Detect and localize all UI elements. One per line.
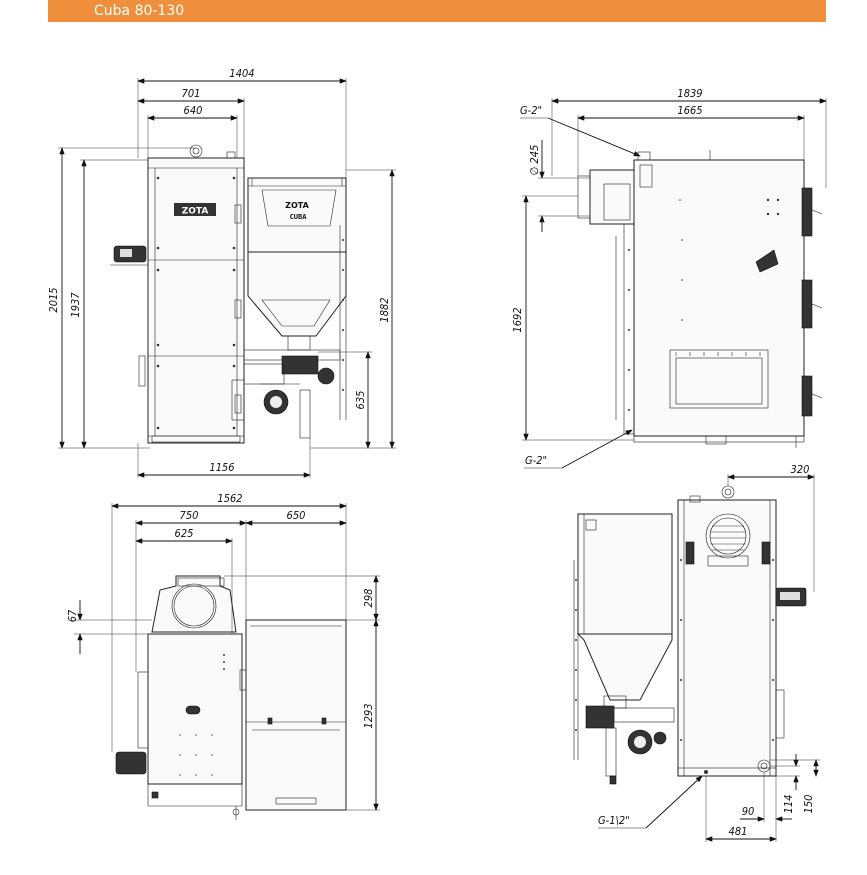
- side-control-panel-icon: [755, 249, 779, 273]
- dim-top-width-hopper: 650: [287, 509, 306, 522]
- dim-side-width-body: 1665: [677, 104, 702, 117]
- fuel-hopper: [247, 177, 347, 253]
- label-return-connection: G-2": [525, 454, 547, 467]
- dim-height-hopper: 1882: [378, 297, 391, 322]
- brand-logo-text: ZOTA: [182, 207, 209, 217]
- auger-motor-icon: [281, 355, 319, 375]
- dim-height-burner: 635: [354, 391, 367, 410]
- dim-height-total: 2015: [47, 287, 60, 312]
- rear-hopper: [577, 513, 673, 635]
- dim-width-outer: 701: [182, 87, 201, 100]
- dim-width-total: 1404: [229, 67, 254, 80]
- hopper-brand-text: ZOTA: [285, 201, 309, 210]
- dim-rear-90: 90: [742, 805, 755, 818]
- page-title: Cuba 80-130: [94, 3, 185, 19]
- dim-side-width-total: 1839: [677, 87, 702, 100]
- rear-auger-motor-icon: [585, 705, 615, 729]
- dim-rear-offset: 320: [791, 463, 810, 476]
- hopper-model-text: CUBA: [290, 213, 308, 221]
- dim-width-inner: 640: [184, 104, 203, 117]
- dim-top-depth-hood: 298: [362, 589, 375, 608]
- dim-height-body: 1937: [69, 292, 82, 318]
- dim-flue-diameter: ∅ 245: [528, 145, 541, 176]
- boiler-body: [147, 157, 245, 444]
- label-drain-connection: G-1\2": [598, 814, 630, 827]
- dim-rear-481: 481: [729, 825, 748, 838]
- dim-top-offset: 67: [66, 609, 79, 622]
- top-view: 1562 750 650 625 67 298 1293: [66, 492, 380, 820]
- rear-boiler-body: [677, 499, 777, 777]
- dim-width-bottom: 1156: [209, 461, 234, 474]
- dim-top-width-inner: 625: [175, 527, 194, 540]
- top-hopper: [245, 619, 347, 811]
- rear-flue-outlet-icon: [705, 513, 751, 559]
- side-view: 1839 1665 G-2" ∅ 245 1692 G-2": [511, 87, 827, 469]
- label-flue-connection: G-2": [520, 104, 542, 117]
- zota-logo-icon: [174, 203, 216, 216]
- header-bar: Cuba 80-130: [48, 0, 826, 22]
- dim-top-width-boiler: 750: [180, 509, 199, 522]
- side-boiler-body: [633, 159, 805, 437]
- rear-view: 320 G-1\2" 90 114 150 481: [573, 463, 820, 842]
- top-control-panel-icon: [115, 751, 147, 775]
- dim-rear-114: 114: [782, 795, 795, 814]
- front-view: ZOTA ZOTA CUBA: [47, 67, 396, 478]
- dim-side-height: 1692: [511, 307, 524, 332]
- dim-rear-150: 150: [802, 795, 815, 814]
- dim-top-depth-body: 1293: [362, 703, 375, 728]
- dim-top-width-total: 1562: [217, 492, 242, 505]
